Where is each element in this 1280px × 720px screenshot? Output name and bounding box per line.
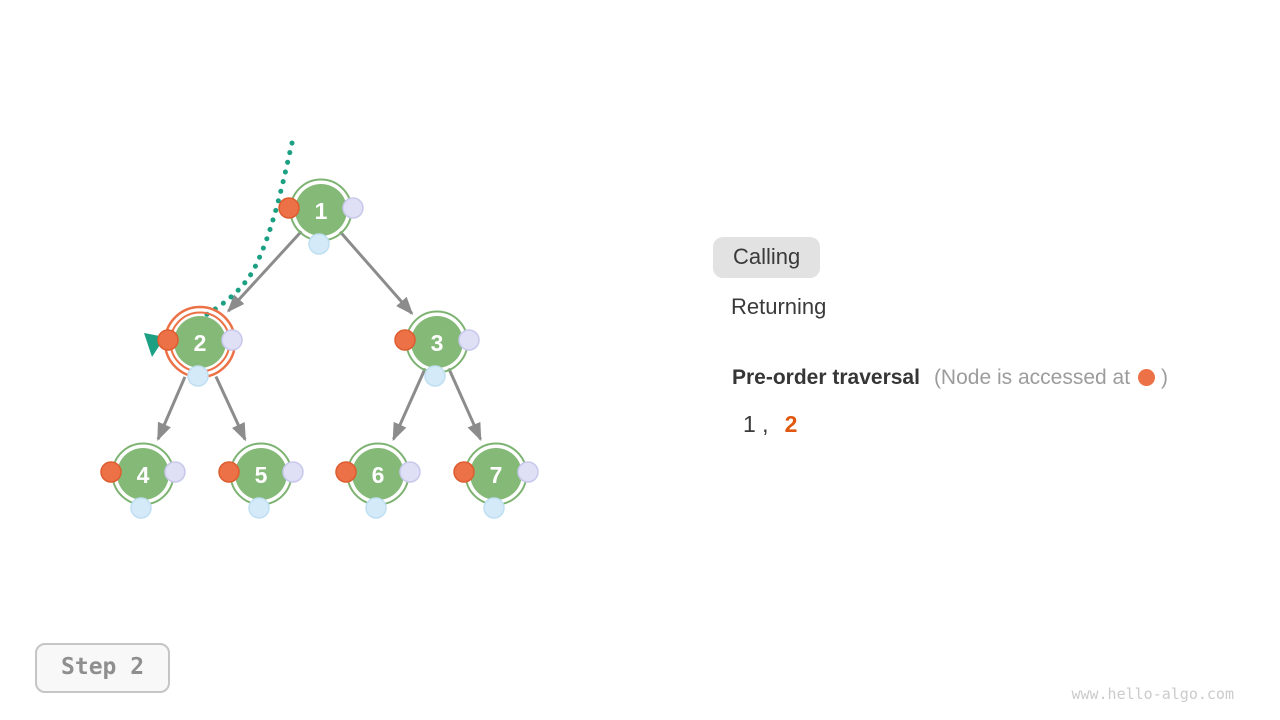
node-label: 3 <box>431 330 444 356</box>
node-circle <box>470 448 522 500</box>
node-right-port <box>342 197 364 219</box>
watermark-url: www.hello-algo.com <box>1071 685 1234 703</box>
tree-node-7: 7 <box>453 442 539 519</box>
node-access-port <box>218 461 240 483</box>
node-circle <box>117 448 169 500</box>
node-right-port <box>221 329 243 351</box>
node-bottom-port <box>365 497 387 519</box>
tree-node-6: 6 <box>335 442 421 519</box>
node-label: 2 <box>194 330 207 356</box>
tree-node-2: 2 <box>157 305 243 387</box>
tree-edge-2-4 <box>156 376 187 441</box>
tree-edge-3-6 <box>392 367 427 442</box>
node-bottom-port <box>130 497 152 519</box>
node-circle <box>295 184 347 236</box>
node-label: 5 <box>255 462 268 488</box>
tree-edge-2-5 <box>214 375 247 442</box>
node-label: 1 <box>315 198 328 224</box>
sequence-item: 1 , <box>743 411 769 437</box>
traversal-note-suffix: ) <box>1161 366 1169 389</box>
tree-node-4: 4 <box>100 442 186 519</box>
node-bottom-port <box>248 497 270 519</box>
node-bottom-port <box>483 497 505 519</box>
traversal-title-row: Pre-order traversal (Node is accessed at) <box>732 366 1168 390</box>
recursion-trace-path <box>155 140 295 343</box>
node-circle <box>411 316 463 368</box>
node-bottom-port <box>424 365 446 387</box>
node-circle <box>235 448 287 500</box>
tree-node-1: 1 <box>278 178 364 255</box>
sequence-item: 2 <box>784 411 798 437</box>
step-counter: Step 2 <box>35 643 171 693</box>
binary-tree-diagram: 1 2 3 4 5 6 7 <box>100 140 539 519</box>
node-access-port <box>278 197 300 219</box>
node-bottom-port <box>308 233 330 255</box>
node-label: 6 <box>372 462 385 488</box>
node-access-port <box>335 461 357 483</box>
access-marker-dot-icon <box>1138 369 1156 386</box>
node-right-port <box>517 461 539 483</box>
returning-state-label: Returning <box>731 294 827 319</box>
tree-node-5: 5 <box>218 442 304 519</box>
tree-node-3: 3 <box>394 310 480 387</box>
node-label: 7 <box>490 462 503 488</box>
node-circle <box>174 316 226 368</box>
traversal-sequence: 1 , 2 <box>743 411 813 438</box>
node-right-port <box>399 461 421 483</box>
node-right-port <box>164 461 186 483</box>
node-circle <box>352 448 404 500</box>
node-access-port <box>453 461 475 483</box>
node-bottom-port <box>187 365 209 387</box>
node-label: 4 <box>137 462 150 488</box>
node-access-port <box>100 461 122 483</box>
node-right-port <box>458 329 480 351</box>
traversal-note-prefix: (Node is accessed at <box>933 366 1131 389</box>
node-access-port <box>157 329 179 351</box>
traversal-title: Pre-order traversal <box>732 366 920 389</box>
tree-edge-1-3 <box>339 230 414 315</box>
node-right-port <box>282 461 304 483</box>
calling-state-badge: Calling <box>713 237 821 278</box>
tree-edge-3-7 <box>447 367 482 442</box>
node-access-port <box>394 329 416 351</box>
tree-edge-1-2 <box>227 230 303 313</box>
